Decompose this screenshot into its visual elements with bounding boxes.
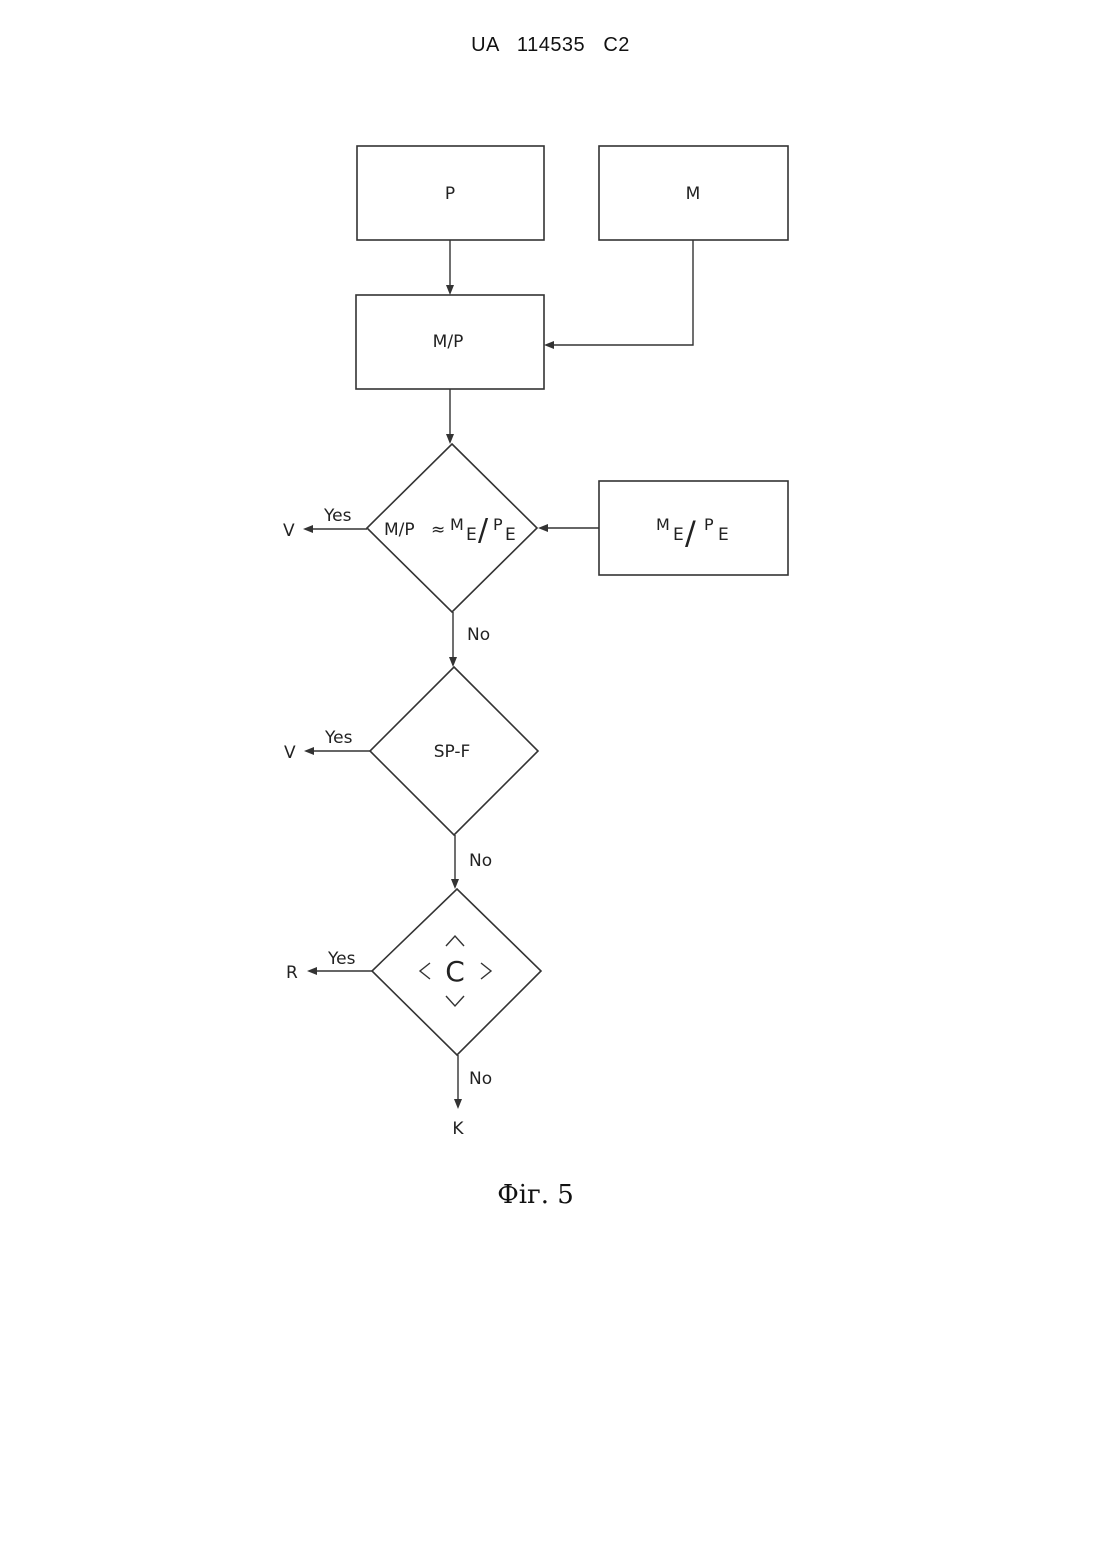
compare-sub-e2: E (505, 525, 516, 545)
reference-m: M (656, 515, 670, 534)
arrowhead-yes1 (303, 525, 313, 533)
edge-no2-label: No (469, 851, 492, 871)
figure-caption: Фіг. 5 (0, 1180, 1071, 1210)
diamond-spf-label: SP-F (434, 742, 471, 762)
reference-sub-e1: E (673, 525, 684, 545)
compare-left: M/P (384, 520, 415, 540)
compare-approx-icon: ≈ (431, 520, 445, 540)
arrowhead-reference-to-compare (538, 524, 548, 532)
compare-p: P (493, 515, 503, 534)
edge-yes2-label: Yes (324, 728, 353, 748)
compare-sub-e1: E (466, 525, 477, 545)
output-v2: V (284, 743, 296, 763)
box-p-label: P (445, 184, 455, 204)
output-k: K (452, 1119, 464, 1139)
edge-yes1-label: Yes (323, 506, 352, 526)
diamond-c-label: C (445, 955, 465, 988)
arrowhead-yes3 (307, 967, 317, 975)
arrowhead-no2 (451, 879, 459, 889)
compare-slash: / (478, 513, 489, 548)
reference-p: P (704, 515, 714, 534)
arrowhead-p-to-mp (446, 285, 454, 295)
edge-no3-label: No (469, 1069, 492, 1089)
output-v1: V (283, 521, 295, 541)
compare-m: M (450, 515, 464, 534)
box-mp-label: M/P (433, 332, 464, 352)
arrow-m-to-mp (553, 240, 693, 345)
arrowhead-mp-to-compare (446, 434, 454, 444)
arrowhead-m-to-mp (544, 341, 554, 349)
box-m-label: M (686, 184, 701, 204)
reference-sub-e2: E (718, 525, 729, 545)
edge-no1-label: No (467, 625, 490, 645)
output-r: R (286, 963, 298, 983)
arrowhead-yes2 (304, 747, 314, 755)
edge-yes3-label: Yes (327, 949, 356, 969)
arrowhead-no3 (454, 1099, 462, 1109)
reference-slash: / (685, 514, 696, 552)
arrowhead-no1 (449, 657, 457, 667)
